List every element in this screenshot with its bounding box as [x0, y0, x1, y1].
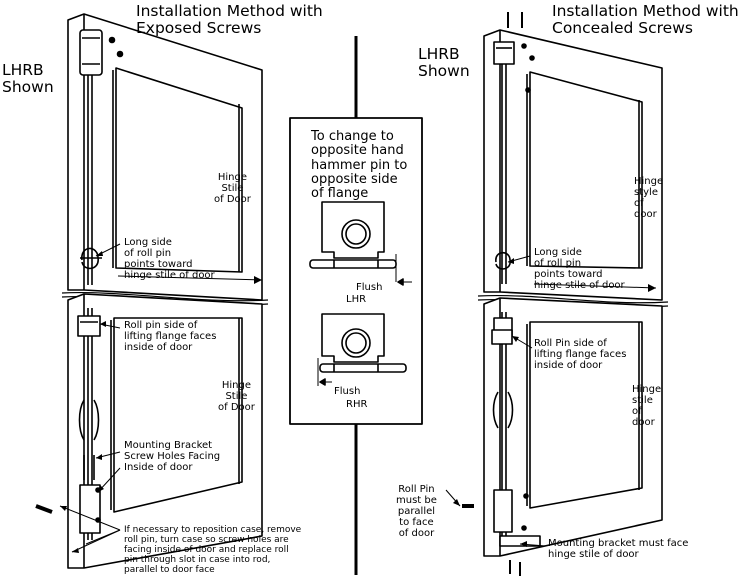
right-title: Installation Method with Concealed Screw…: [552, 2, 739, 38]
right-callout-bracket: Mounting bracket must face hinge stile o…: [548, 538, 689, 560]
callout-arrowheads: [60, 251, 656, 553]
left-shown-label: LHRB Shown: [2, 61, 54, 97]
lhr-label: LHR: [346, 294, 367, 305]
lhr-flange-drawing: [309, 201, 412, 286]
left-callout-bracket: Mounting Bracket Screw Holes Facing Insi…: [124, 440, 221, 473]
right-door-upper: [483, 29, 663, 301]
left-hinge-upper-label: Hinge Stile of Door: [214, 172, 251, 205]
right-rod-upper: [493, 12, 535, 284]
right-callout-parallel: Roll Pin must be parallel to face of doo…: [396, 484, 437, 539]
right-door-lower: [483, 297, 663, 557]
right-callout-roll-pin: Long side of roll pin points toward hing…: [534, 247, 625, 291]
left-rod-lower: [35, 308, 101, 540]
right-hinge-upper-label: Hinge style of door: [634, 176, 664, 220]
left-title: Installation Method with Exposed Screws: [136, 2, 323, 38]
left-callout-flange: Roll pin side of lifting flange faces in…: [124, 320, 217, 353]
rhr-label: RHR: [346, 399, 368, 410]
rhr-flange-drawing: [317, 313, 407, 386]
left-door-lower: [67, 293, 263, 569]
right-callout-flange: Roll Pin side of lifting flange faces in…: [534, 338, 627, 371]
left-rod-upper: [79, 29, 124, 285]
left-hinge-lower-label: Hinge Stile of Door: [218, 380, 255, 413]
left-callout-reposition: If necessary to reposition case, remove …: [124, 525, 302, 575]
right-hinge-lower-label: Hinge stile of door: [632, 384, 662, 428]
rhr-flush-label: Flush: [334, 386, 361, 397]
lhr-flush-label: Flush: [356, 282, 383, 293]
right-shown-label: LHRB Shown: [418, 45, 470, 81]
center-instruction: To change to opposite hand hammer pin to…: [311, 129, 408, 202]
left-callout-roll-pin: Long side of roll pin points toward hing…: [124, 237, 215, 281]
instruction-box: [289, 117, 423, 425]
